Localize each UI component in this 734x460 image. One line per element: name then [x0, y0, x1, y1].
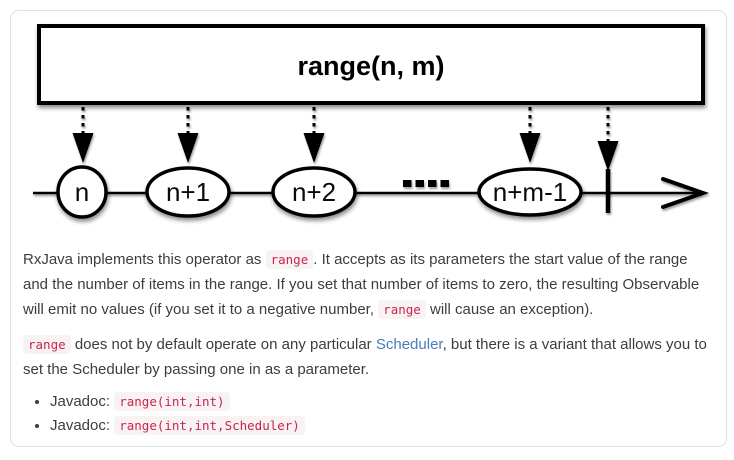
javadoc-item: Javadoc: range(int,int)	[50, 392, 712, 411]
emission-arrow-icon	[303, 107, 325, 163]
marble-label: n+2	[292, 177, 336, 207]
marble: n	[56, 165, 108, 219]
paragraph-text: . It accepts as its parameters the start…	[23, 251, 700, 318]
emission-arrow-icon	[519, 107, 541, 163]
inline-code-range: range	[265, 250, 314, 269]
operator-label: range(n, m)	[297, 51, 444, 81]
paragraph-rxjava: RxJava implements this operator as range…	[23, 247, 712, 322]
paragraph-text: RxJava implements this operator as	[23, 251, 262, 268]
paragraph-text: does not by default operate on any parti…	[74, 336, 372, 353]
javadoc-code[interactable]: range(int,int,Scheduler)	[114, 416, 305, 435]
javadoc-label: Javadoc:	[50, 393, 111, 410]
marble-diagram: range(n, m)	[33, 24, 710, 219]
inline-code-range: range	[378, 300, 426, 319]
marble: n+1	[145, 166, 231, 218]
javadoc-range-int-int-scheduler-link[interactable]: range(int,int,Scheduler)	[114, 416, 305, 435]
inline-code-range: range	[23, 335, 71, 354]
marble-label: n+m-1	[493, 177, 567, 207]
marble-label: n	[75, 177, 89, 207]
javadoc-item: Javadoc: range(int,int,Scheduler)	[50, 416, 712, 435]
scheduler-link[interactable]: Scheduler	[375, 336, 443, 353]
javadoc-list: Javadoc: range(int,int) Javadoc: range(i…	[23, 392, 712, 435]
marble-label: n+1	[166, 177, 210, 207]
doc-card: range(n, m)	[10, 10, 727, 447]
paragraph-text: will cause an exception).	[430, 301, 594, 318]
operator-box	[37, 24, 705, 105]
emission-arrow-icon	[177, 107, 199, 163]
completion-arrow-icon	[597, 107, 619, 171]
doc-content: RxJava implements this operator as range…	[11, 241, 726, 435]
javadoc-label: Javadoc:	[50, 417, 111, 434]
marble: n+m-1	[477, 167, 583, 217]
javadoc-code[interactable]: range(int,int)	[114, 392, 230, 411]
timeline-arrowhead-icon	[661, 177, 710, 209]
marble: n+2	[271, 166, 357, 218]
javadoc-range-int-int-link[interactable]: range(int,int)	[114, 392, 230, 411]
ellipsis-dots	[403, 180, 449, 187]
paragraph-scheduler: range does not by default operate on any…	[23, 332, 712, 382]
paragraph-text: , but there is a variant that allows you…	[23, 336, 707, 378]
emission-arrow-icon	[72, 107, 94, 163]
